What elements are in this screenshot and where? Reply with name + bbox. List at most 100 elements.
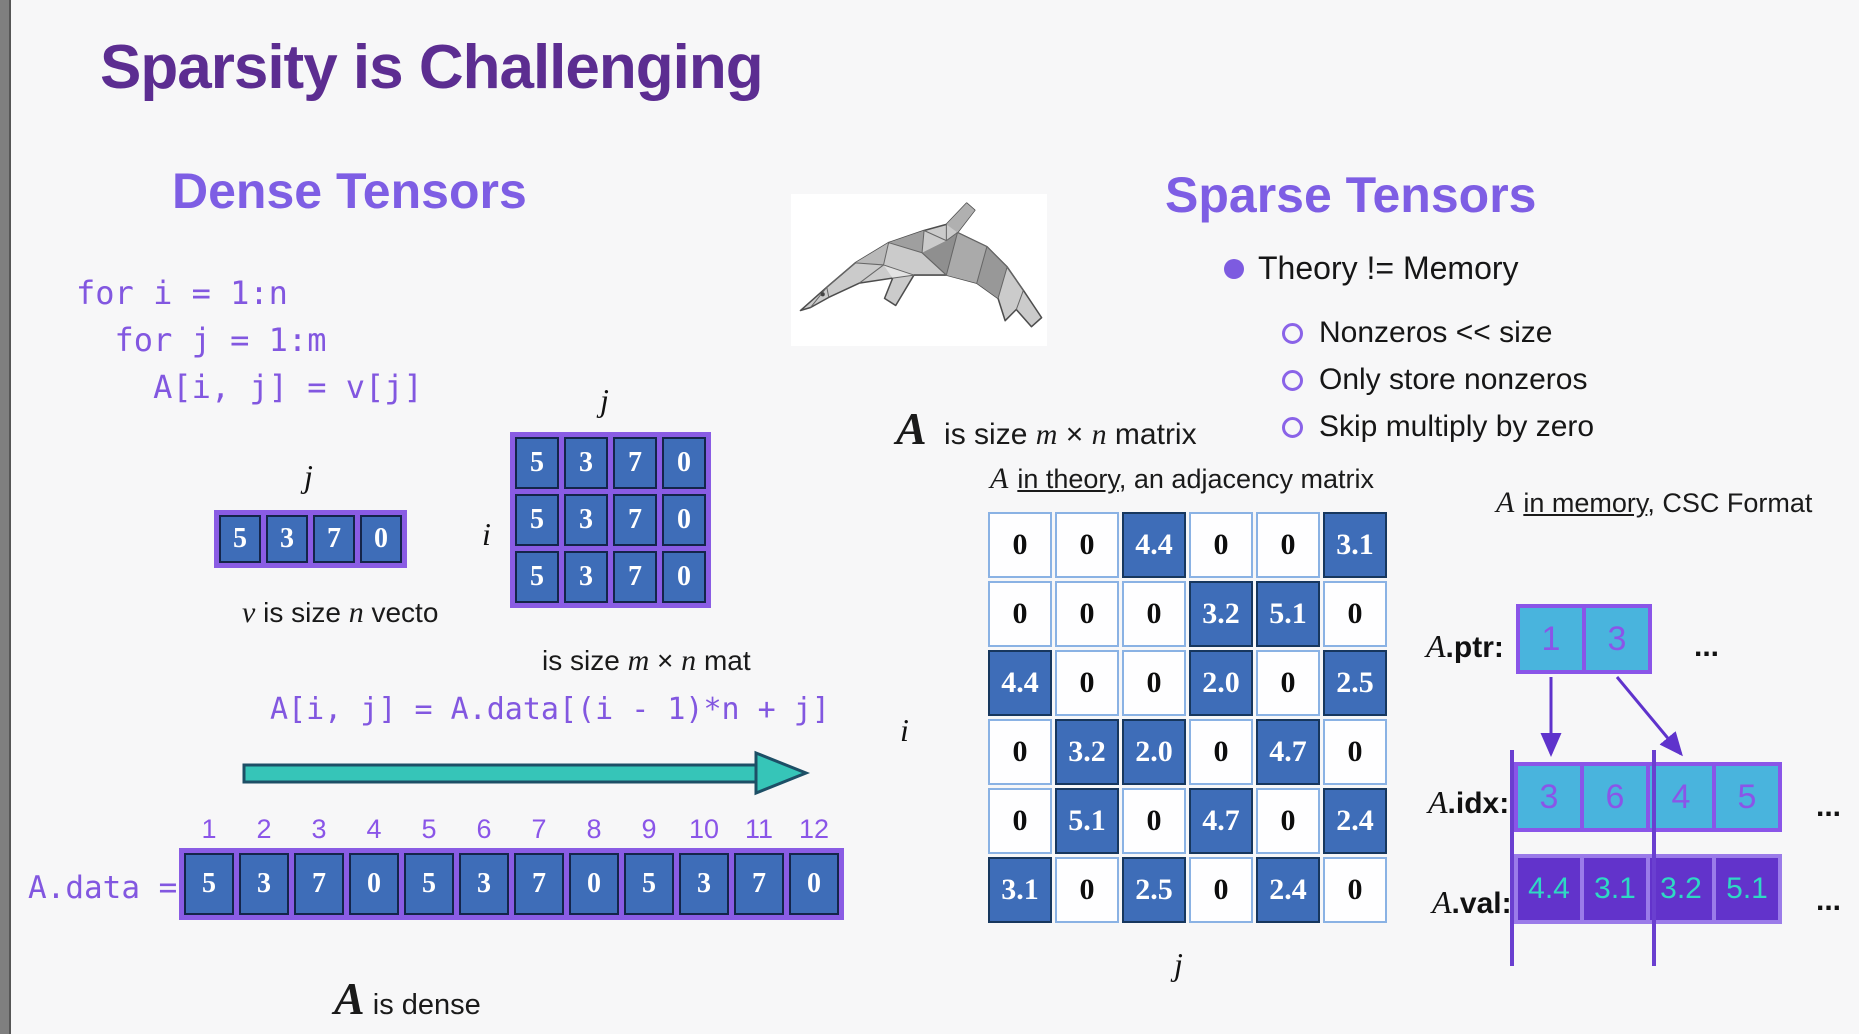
math-var-A: A xyxy=(990,462,1009,495)
ptr-ellipsis: ... xyxy=(1694,630,1720,663)
sparse-matrix-cell: 0 xyxy=(1189,512,1253,578)
math-var-A: A xyxy=(1496,486,1515,519)
dolphin-mesh-image xyxy=(791,194,1047,346)
math-var-A: A xyxy=(1426,628,1446,664)
array-cell: 5 xyxy=(404,853,454,915)
dense-footer: A is dense xyxy=(334,973,481,1024)
array-index-label: 7 xyxy=(531,814,547,844)
vector-cell: 0 xyxy=(360,515,402,563)
math-var-n: n xyxy=(348,596,364,629)
array-index-label: 3 xyxy=(311,814,327,844)
idx-cell: 4 xyxy=(1650,766,1712,828)
sparse-matrix-cell: 3.1 xyxy=(988,857,1052,923)
array-index-label: 6 xyxy=(476,814,492,844)
bullet-nonzeros-size: Nonzeros << size xyxy=(1282,316,1552,350)
sparse-col-label-j: j xyxy=(1174,946,1183,982)
sparse-matrix-cell: 0 xyxy=(1055,857,1119,923)
val-cell: 3.2 xyxy=(1650,858,1712,920)
flow-arrow xyxy=(242,750,811,796)
val-cell: 4.4 xyxy=(1518,858,1580,920)
sparse-matrix-cell: 2.4 xyxy=(1323,788,1387,854)
array-cell: 7 xyxy=(734,853,784,915)
array-cell: 3 xyxy=(239,853,289,915)
ptr-cell: 3 xyxy=(1586,608,1648,670)
array-cell: 0 xyxy=(789,853,839,915)
dense-matrix-cell: 3 xyxy=(564,551,608,603)
array-index-label: 2 xyxy=(256,814,272,844)
sparse-tensors-heading: Sparse Tensors xyxy=(1165,167,1537,223)
sparse-matrix-cell: 4.4 xyxy=(988,650,1052,716)
bullet-dot-icon xyxy=(1224,258,1244,279)
sparse-matrix-cell: 3.2 xyxy=(1055,719,1119,785)
dense-matrix-cell: 7 xyxy=(613,494,657,546)
sparse-matrix-cell: 2.5 xyxy=(1122,857,1186,923)
array-cell: 7 xyxy=(294,853,344,915)
sparse-matrix-cell: 0 xyxy=(1323,719,1387,785)
sparse-matrix-cell: 4.4 xyxy=(1122,512,1186,578)
dense-matrix-cell: 5 xyxy=(515,551,559,603)
dense-matrix-cell: 3 xyxy=(564,494,608,546)
sparse-matrix-cell: 3.2 xyxy=(1189,581,1253,647)
matrix-row-label-i: i xyxy=(482,516,491,552)
dense-matrix-cell: 3 xyxy=(564,437,608,489)
dense-code-block: for i = 1:n for j = 1:m A[i, j] = v[j] xyxy=(76,274,423,406)
matrix-col-label-j: j xyxy=(600,382,609,418)
sparse-matrix-cell: 0 xyxy=(988,788,1052,854)
sparse-matrix-cell: 5.1 xyxy=(1256,581,1320,647)
array-cell: 5 xyxy=(624,853,674,915)
array-index-label: 10 xyxy=(688,814,720,844)
math-var-A: A xyxy=(1432,884,1452,920)
array-index-label: 8 xyxy=(586,814,602,844)
sparse-matrix-cell: 3.1 xyxy=(1323,512,1387,578)
ptr-to-idx-arrows xyxy=(1540,676,1683,757)
idx-cell: 3 xyxy=(1518,766,1580,828)
val-cell: 5.1 xyxy=(1716,858,1778,920)
dense-matrix-cell: 0 xyxy=(662,437,706,489)
csc-divider-left xyxy=(1510,750,1514,966)
sparse-matrix-cell: 2.5 xyxy=(1323,650,1387,716)
math-var-v: v xyxy=(242,596,256,629)
csc-divider-mid xyxy=(1652,750,1656,966)
ptr-label: A.ptr: xyxy=(1426,628,1504,664)
sparse-matrix-cell: 2.0 xyxy=(1189,650,1253,716)
array-label: A.data = xyxy=(28,870,178,906)
array-index-label: 5 xyxy=(421,814,437,844)
bullet-skip-multiply: Skip multiply by zero xyxy=(1282,410,1594,444)
math-var-m: m xyxy=(1035,418,1058,451)
math-var-n: n xyxy=(1091,418,1107,451)
sparse-matrix-cell: 0 xyxy=(988,512,1052,578)
sparse-size-caption: A is size m × n matrix xyxy=(896,403,1197,454)
dense-matrix-caption: is size m × n mat xyxy=(542,644,751,677)
sparse-matrix-cell: 0 xyxy=(988,719,1052,785)
sparse-matrix-cell: 0 xyxy=(1189,719,1253,785)
vector-caption: v is size n vecto xyxy=(242,596,439,629)
dense-tensors-heading: Dense Tensors xyxy=(172,163,527,219)
sparse-matrix-cell: 0 xyxy=(1122,788,1186,854)
vector-cell: 7 xyxy=(313,515,355,563)
sparse-matrix-cell: 2.0 xyxy=(1122,719,1186,785)
val-cell: 3.1 xyxy=(1584,858,1646,920)
sparse-matrix-cell: 0 xyxy=(1256,512,1320,578)
idx-cell: 5 xyxy=(1716,766,1778,828)
bullet-theory-memory: Theory != Memory xyxy=(1224,250,1519,287)
array-cell: 3 xyxy=(459,853,509,915)
dense-matrix-cell: 7 xyxy=(613,551,657,603)
sparse-matrix-cell: 0 xyxy=(1122,581,1186,647)
val-ellipsis: ... xyxy=(1816,884,1842,917)
sparse-matrix-cell: 0 xyxy=(1189,857,1253,923)
dense-matrix-cell: 0 xyxy=(662,494,706,546)
sparse-matrix-cell: 0 xyxy=(988,581,1052,647)
dense-matrix-cell: 5 xyxy=(515,437,559,489)
sparse-matrix-cell: 5.1 xyxy=(1055,788,1119,854)
array-cell: 5 xyxy=(184,853,234,915)
vector-axis-label-j: j xyxy=(304,458,313,494)
linearization-formula: A[i, j] = A.data[(i - 1)*n + j] xyxy=(270,692,830,727)
